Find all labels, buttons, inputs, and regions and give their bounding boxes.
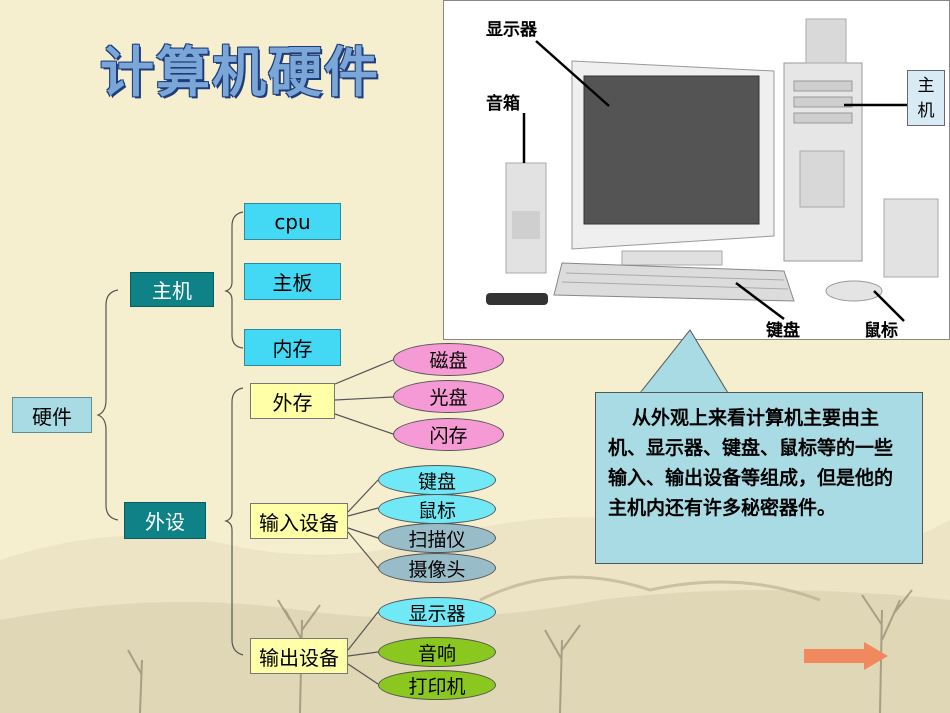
node-optical-disc: 光盘 (393, 380, 504, 413)
node-output-devices: 输出设备 (250, 638, 348, 674)
node-display: 显示器 (378, 597, 496, 627)
node-memory: 内存 (244, 329, 341, 366)
page-title: 计算机硬件 (100, 41, 380, 104)
photo-label-keyboard: 键盘 (766, 321, 800, 341)
photo-label-monitor: 显示器 (486, 20, 537, 40)
node-mouse: 鼠标 (378, 494, 496, 524)
node-external-storage: 外存 (250, 383, 335, 419)
callout-description: 从外观上来看计算机主要由主机、显示器、键盘、鼠标等的一些输入、输出设备等组成，但… (595, 392, 923, 564)
node-flash: 闪存 (393, 418, 504, 451)
node-disk: 磁盘 (393, 343, 504, 376)
computer-photo: 显示器 音箱 键盘 鼠标 (443, 0, 950, 341)
photo-label-host-line1: 主 (917, 76, 935, 96)
node-hardware: 硬件 (12, 397, 92, 433)
node-camera: 摄像头 (378, 553, 496, 583)
photo-label-host-line2: 机 (917, 101, 935, 121)
photo-label-speaker: 音箱 (486, 94, 520, 114)
photo-label-host: 主 机 (907, 70, 945, 126)
node-motherboard: 主板 (244, 263, 341, 300)
node-scanner: 扫描仪 (378, 523, 496, 553)
node-cpu: cpu (244, 203, 341, 240)
arrow-right-icon[interactable] (804, 642, 888, 670)
node-host: 主机 (130, 272, 214, 307)
node-speaker: 音响 (378, 637, 496, 667)
computer-illustration (486, 18, 939, 322)
node-printer: 打印机 (378, 670, 496, 700)
photo-label-mouse: 鼠标 (864, 321, 898, 341)
node-keyboard: 键盘 (378, 465, 496, 495)
node-input-devices: 输入设备 (250, 503, 348, 539)
node-peripheral: 外设 (124, 502, 206, 539)
callout-text: 从外观上来看计算机主要由主机、显示器、键盘、鼠标等的一些输入、输出设备等组成，但… (608, 407, 894, 519)
